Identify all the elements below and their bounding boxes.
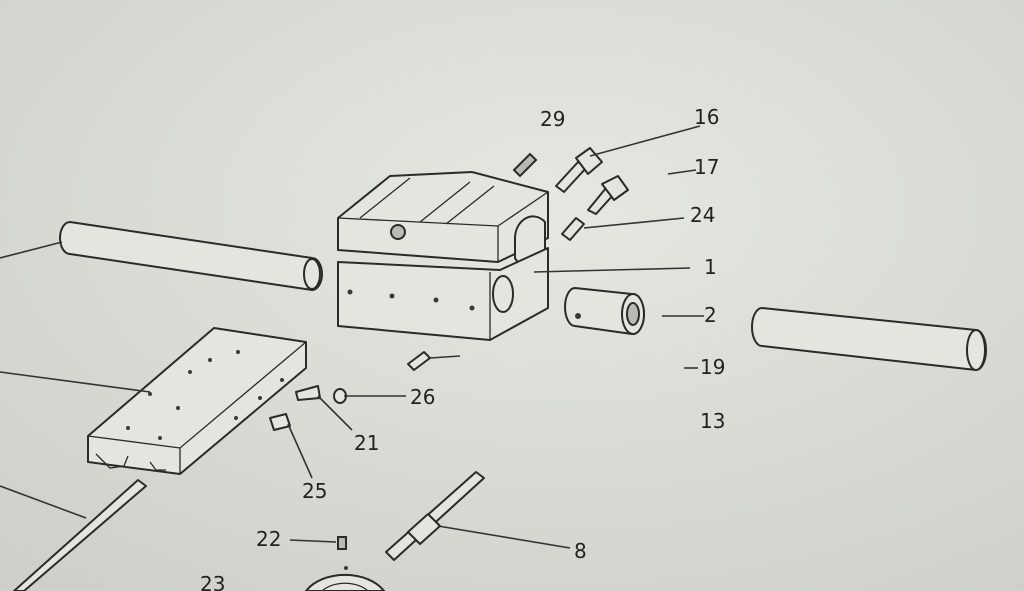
base-plate [0,327,307,475]
label-29: 29 [540,107,565,131]
label-17: 17 [694,155,719,179]
label-21: 21 [354,431,379,455]
label-1: 1 [704,255,717,279]
bushing [564,287,645,335]
label-8: 8 [574,539,587,563]
label-2: 2 [704,303,717,327]
label-23: 23 [200,572,225,591]
screw-16 [555,147,603,193]
leader-lines [287,125,704,549]
long-rod [0,479,147,591]
screw-25 [269,413,291,431]
rod-right [751,307,987,371]
label-16: 16 [694,105,719,129]
pin-22 [337,536,347,550]
screw-24 [561,217,585,241]
label-13: 13 [700,409,725,433]
slide-block [337,171,549,341]
screw-17 [587,175,629,215]
ring-23 [305,566,385,591]
screw-29 [512,152,538,178]
label-22: 22 [256,527,281,551]
label-24: 24 [690,203,715,227]
label-19: 19 [700,355,725,379]
label-25: 25 [302,479,327,503]
label-26: 26 [410,385,435,409]
rod-left [0,221,323,291]
